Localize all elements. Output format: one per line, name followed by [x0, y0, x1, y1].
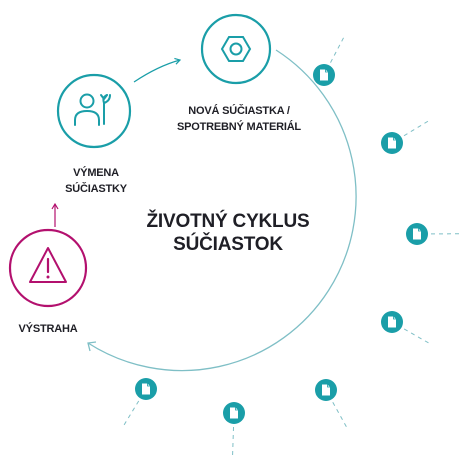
document-icon	[142, 384, 150, 395]
document-marker	[381, 132, 403, 154]
replacement-label: VÝMENA SÚČIASTKY	[48, 165, 144, 197]
document-icon	[320, 70, 328, 81]
new-part-label-line2: SPOTREBNÝ MATERIÁL	[166, 119, 312, 135]
new-part-node	[202, 15, 270, 83]
document-marker	[381, 311, 403, 333]
document-marker	[313, 64, 335, 86]
document-icon	[388, 317, 396, 328]
document-marker-spoke	[124, 401, 139, 425]
warning-label: VÝSTRAHA	[6, 321, 90, 337]
replacement-to-new-part-arrow	[134, 60, 180, 82]
new-part-label-line1: NOVÁ SÚČIASTKA /	[166, 103, 312, 119]
warning-label-line1: VÝSTRAHA	[6, 321, 90, 337]
replacement-label-line2: SÚČIASTKY	[48, 181, 144, 197]
document-marker-spoke	[333, 402, 347, 426]
document-marker-spoke	[233, 427, 234, 455]
document-marker	[406, 223, 428, 245]
document-icon	[388, 138, 396, 149]
document-marker-spoke	[404, 329, 428, 343]
document-icon	[322, 385, 330, 396]
document-icon	[230, 408, 238, 419]
document-icon	[413, 229, 421, 240]
warning-node	[10, 230, 86, 306]
replacement-node	[58, 75, 130, 147]
document-marker-spoke	[331, 38, 344, 63]
new-part-label: NOVÁ SÚČIASTKA / SPOTREBNÝ MATERIÁL	[166, 103, 312, 135]
document-marker	[135, 378, 157, 400]
center-title-line2: SÚČIASTOK	[128, 233, 328, 256]
document-marker-spoke	[404, 121, 428, 135]
document-marker	[315, 379, 337, 401]
center-title: ŽIVOTNÝ CYKLUS SÚČIASTOK	[128, 210, 328, 256]
replacement-label-line1: VÝMENA	[48, 165, 144, 181]
center-title-line1: ŽIVOTNÝ CYKLUS	[128, 210, 328, 233]
document-marker	[223, 402, 245, 424]
